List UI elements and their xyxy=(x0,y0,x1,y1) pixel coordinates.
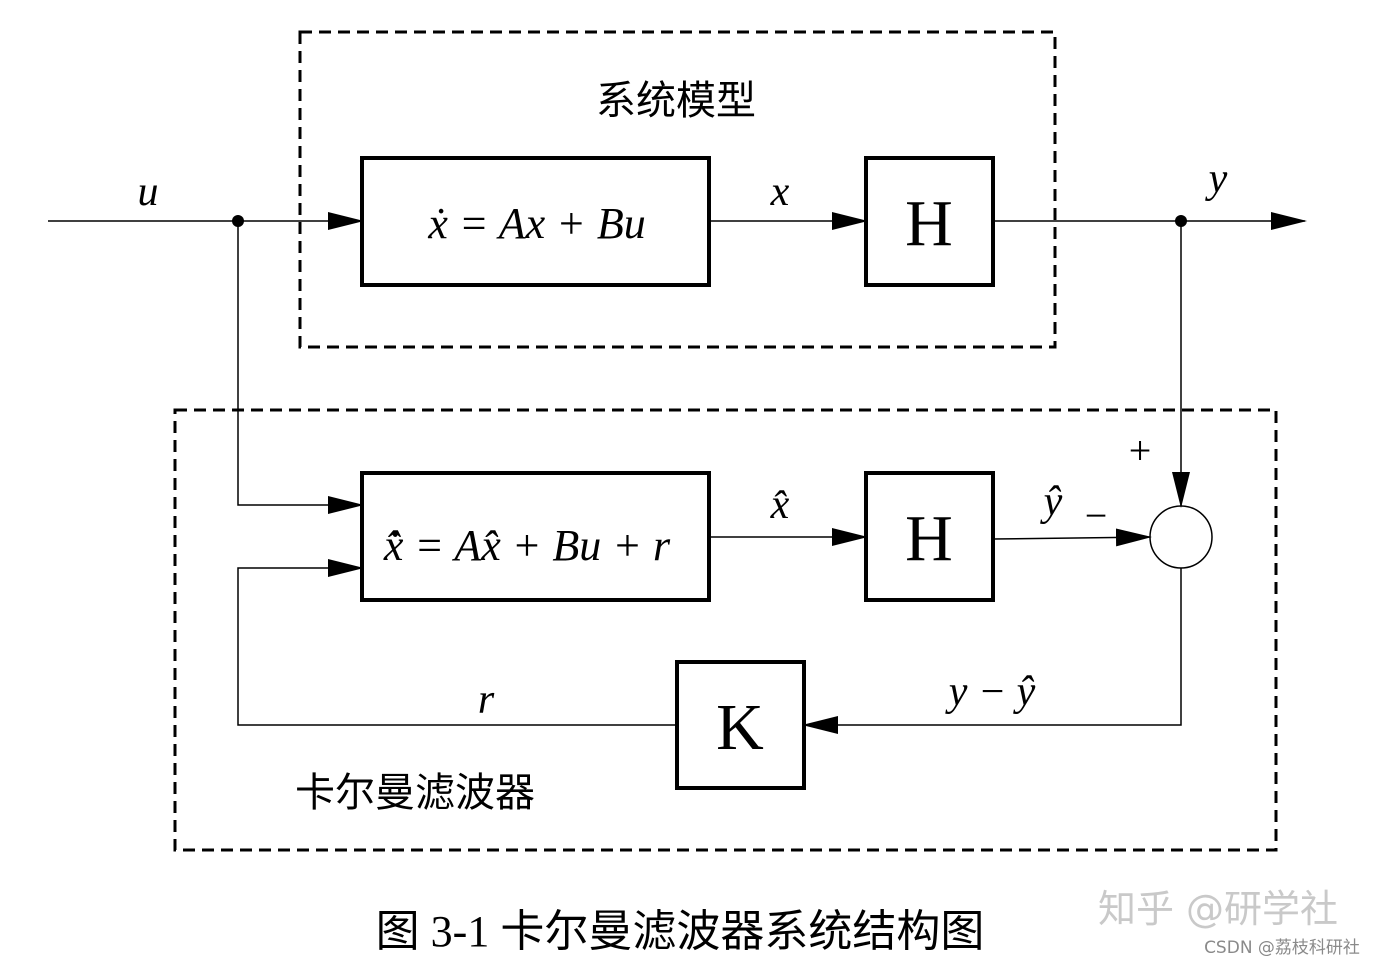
residual-line xyxy=(802,568,1182,734)
plant-state-equation: ẋ = Ax + Bu xyxy=(427,199,645,248)
estimated-output-line xyxy=(992,528,1152,547)
output-signal-label: y xyxy=(1205,156,1228,202)
filter-state-block xyxy=(360,471,711,602)
summing-junction xyxy=(1149,505,1213,569)
correction-label: r xyxy=(478,677,495,723)
input-junction-dot xyxy=(232,215,244,227)
input-signal-label: u xyxy=(138,169,159,215)
zhihu-watermark: 知乎 @研学社 xyxy=(1098,887,1338,931)
plant-output-label: H xyxy=(905,187,953,260)
csdn-watermark: CSDN @荔枝科研社 xyxy=(1204,938,1360,958)
filter-state-equation: x̂̇ = Ax̂ + Bu + r xyxy=(383,521,671,570)
correction-line xyxy=(237,559,677,726)
minus-sign: − xyxy=(1085,493,1108,538)
plus-sign: + xyxy=(1129,428,1152,473)
output-junction-dot xyxy=(1175,215,1187,227)
estimated-output-label: ŷ xyxy=(1040,479,1063,525)
kalman-filter-group xyxy=(173,408,1278,852)
kalman-filter-title: 卡尔曼滤波器 xyxy=(295,770,535,815)
estimated-state-label: x̂ xyxy=(770,482,790,528)
filter-output-label: H xyxy=(905,502,953,575)
gain-label: K xyxy=(716,691,764,764)
system-model-title: 系统模型 xyxy=(596,78,756,123)
system-model-group xyxy=(298,30,1057,349)
residual-label: y − ŷ xyxy=(945,669,1036,715)
figure-caption: 图 3-1 卡尔曼滤波器系统结构图 xyxy=(376,907,985,956)
input-to-filter-line xyxy=(237,221,364,514)
state-signal-label: x xyxy=(770,169,790,215)
